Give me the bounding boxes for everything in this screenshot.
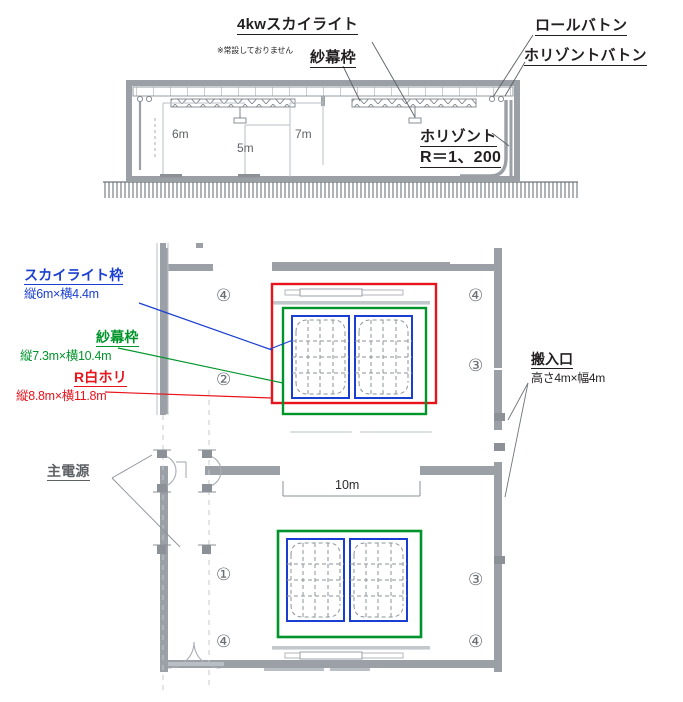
roll-baton-label-text: ロールバトン bbox=[535, 17, 628, 36]
leader-skylight bbox=[138, 302, 273, 351]
section-horizon-radius: R＝1、200 bbox=[420, 149, 502, 168]
leader-loading-entrance bbox=[504, 382, 529, 498]
horizon-label-text: ホリゾント bbox=[420, 128, 497, 147]
plan-width-dimension: 10m bbox=[335, 478, 360, 492]
plan-marker: ④ bbox=[216, 632, 232, 651]
horizon-baton-label-text: ホリゾントバトン bbox=[524, 47, 647, 66]
skylight-note-text: ※常設しておりません bbox=[217, 46, 293, 55]
upper-green-gauze-frame bbox=[281, 306, 428, 416]
key-loading-entrance: 搬入口 高さ4m×幅4m bbox=[531, 352, 605, 384]
leader-main-power bbox=[111, 454, 181, 548]
key-loading-entrance-sub: 高さ4m×幅4m bbox=[531, 370, 605, 385]
key-loading-entrance-title: 搬入口 bbox=[531, 351, 573, 369]
section-gauze-label: 紗幕枠 bbox=[310, 49, 356, 68]
lower-green-gauze-frame bbox=[276, 529, 423, 639]
section-roll-baton-label: ロールバトン bbox=[535, 17, 628, 36]
section-dim-left-height: 6m bbox=[172, 127, 189, 141]
horizon-radius-text: R＝1、200 bbox=[420, 149, 502, 168]
section-skylight-note: ※常設しておりません bbox=[217, 41, 293, 58]
section-skylight-label: 4kwスカイライト bbox=[237, 16, 359, 35]
key-white-horizon-sub: 縦8.8m×横11.8m bbox=[16, 388, 107, 403]
section-dim-center-height: 5m bbox=[237, 141, 254, 155]
upper-red-horizon-frame bbox=[270, 282, 438, 405]
plan-marker: ③ bbox=[468, 356, 484, 375]
key-gauze-frame: 紗幕枠 縦7.3m×横10.4m bbox=[20, 330, 139, 363]
key-skylight-frame: スカイライト枠 縦6m×横4.4m bbox=[24, 267, 124, 301]
key-skylight-frame-title: スカイライト枠 bbox=[24, 267, 124, 285]
plan-marker: ② bbox=[216, 370, 232, 389]
gauze-label-text: 紗幕枠 bbox=[310, 49, 356, 68]
width-dimension-line bbox=[282, 481, 421, 497]
key-main-power-text: 主電源 bbox=[47, 463, 90, 481]
skylight-label-text: 4kwスカイライト bbox=[237, 16, 359, 35]
key-main-power: 主電源 bbox=[47, 463, 90, 481]
plan-marker: ④ bbox=[468, 632, 484, 651]
section-horizon-label: ホリゾント bbox=[420, 128, 497, 147]
key-white-horizon-title: R白ホリ bbox=[74, 369, 127, 387]
plan-marker: ④ bbox=[468, 286, 484, 305]
key-skylight-frame-sub: 縦6m×横4.4m bbox=[24, 286, 99, 301]
plan-marker: ③ bbox=[468, 570, 484, 589]
section-horizon-baton-label: ホリゾントバトン bbox=[524, 47, 647, 66]
key-white-horizon: R白ホリ 縦8.8m×横11.8m bbox=[16, 370, 127, 403]
leader-gauze bbox=[117, 347, 284, 384]
leader-horizon bbox=[104, 391, 273, 399]
key-gauze-frame-title: 紗幕枠 bbox=[96, 329, 139, 347]
plan-marker: ① bbox=[216, 565, 232, 584]
key-gauze-frame-sub: 縦7.3m×横10.4m bbox=[20, 348, 112, 363]
section-dim-right-height: 7m bbox=[295, 127, 312, 141]
plan-marker: ④ bbox=[216, 286, 232, 305]
